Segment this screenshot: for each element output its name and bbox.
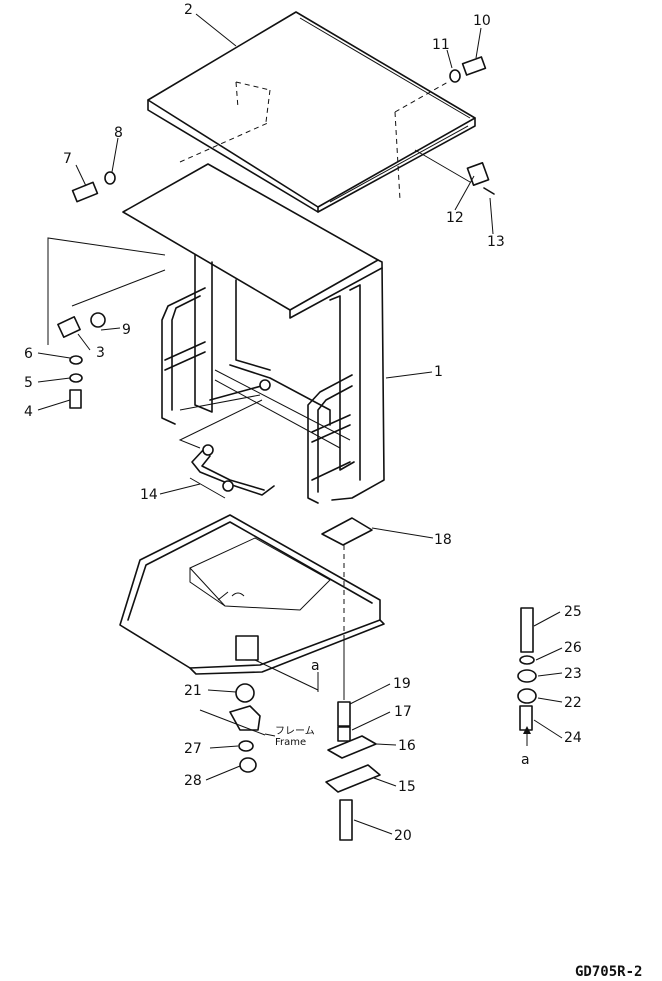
label-13: 13 xyxy=(487,234,505,250)
label-21: 21 xyxy=(184,683,202,699)
annotations: a a フレーム Frame GD705R-2 xyxy=(275,658,642,980)
pipe-assembly xyxy=(178,399,275,499)
label-3: 3 xyxy=(96,345,105,361)
label-16: 16 xyxy=(398,738,416,754)
label-7: 7 xyxy=(63,151,72,167)
view-mark-a-upper: a xyxy=(311,658,320,674)
label-28: 28 xyxy=(184,773,202,789)
leader-lines xyxy=(37,13,563,835)
mount-center xyxy=(321,517,381,841)
mount-right xyxy=(517,607,537,746)
label-23: 23 xyxy=(564,666,582,682)
frame-label-jp: フレーム xyxy=(275,725,315,737)
label-22: 22 xyxy=(564,695,582,711)
label-12: 12 xyxy=(446,210,464,226)
mount-left xyxy=(199,659,319,773)
label-4: 4 xyxy=(24,404,33,420)
label-15: 15 xyxy=(398,779,416,795)
roof-cover xyxy=(147,11,476,213)
label-26: 26 xyxy=(564,640,582,656)
label-10: 10 xyxy=(473,13,491,29)
label-20: 20 xyxy=(394,828,412,844)
hardware-left xyxy=(57,171,116,409)
label-6: 6 xyxy=(24,346,33,362)
callout-labels: 2 10 11 8 7 12 13 9 3 6 1 5 4 14 18 25 2… xyxy=(24,2,582,844)
label-18: 18 xyxy=(434,532,452,548)
label-8: 8 xyxy=(114,125,123,141)
label-14: 14 xyxy=(140,487,158,503)
label-1: 1 xyxy=(434,364,443,380)
label-2: 2 xyxy=(184,2,193,18)
label-19: 19 xyxy=(393,676,411,692)
label-25: 25 xyxy=(564,604,582,620)
view-mark-a-lower: a xyxy=(521,752,530,768)
label-5: 5 xyxy=(24,375,33,391)
label-9: 9 xyxy=(122,322,131,338)
label-11: 11 xyxy=(432,37,450,53)
floor-plate xyxy=(119,514,385,675)
label-24: 24 xyxy=(564,730,582,746)
label-17: 17 xyxy=(394,704,412,720)
drawing-code: GD705R-2 xyxy=(575,964,642,980)
cab-frame xyxy=(47,163,385,504)
frame-label-en: Frame xyxy=(275,737,306,748)
label-27: 27 xyxy=(184,741,202,757)
hardware-right xyxy=(414,56,495,195)
